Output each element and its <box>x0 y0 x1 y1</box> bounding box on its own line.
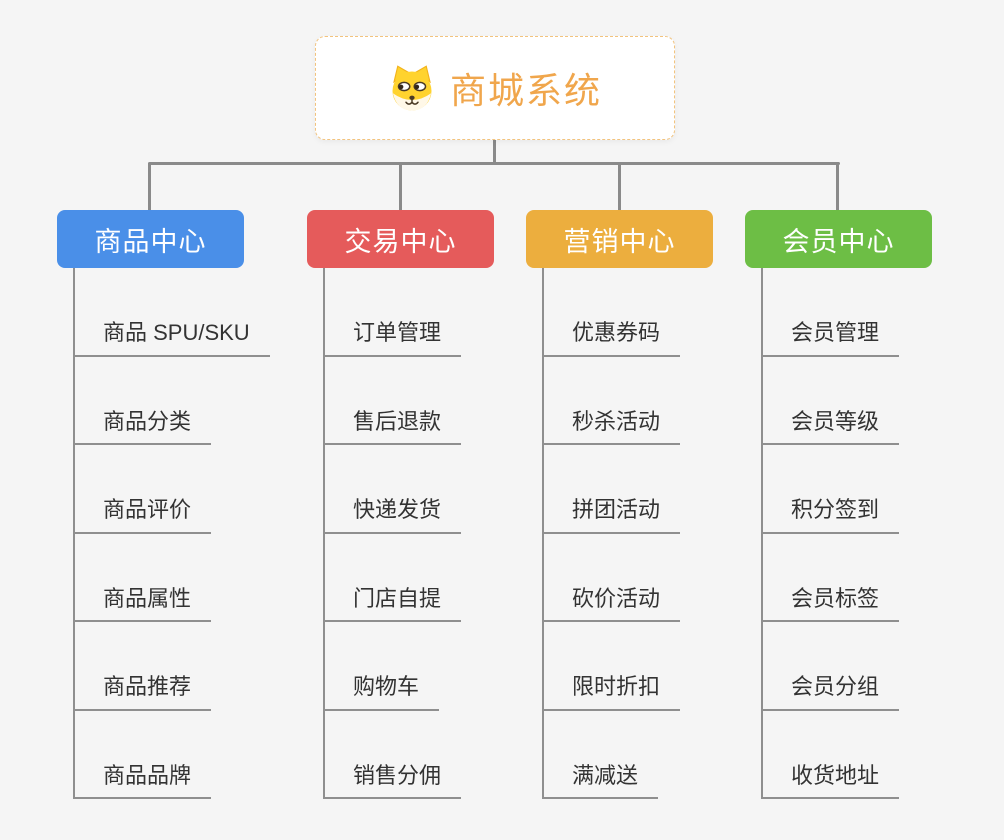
leaf-node[interactable]: 订单管理 <box>325 268 494 357</box>
leaf-node[interactable]: 商品评价 <box>75 445 270 534</box>
leaf-label[interactable]: 优惠券码 <box>544 319 681 357</box>
leaf-node[interactable]: 购物车 <box>325 622 494 711</box>
leaf-node[interactable]: 优惠券码 <box>544 268 713 357</box>
leaf-label[interactable]: 商品推荐 <box>75 673 212 711</box>
branch-node-marketing-center[interactable]: 营销中心 <box>526 210 713 268</box>
branch-marketing-center: 营销中心 优惠券码秒杀活动拼团活动砍价活动限时折扣满减送 <box>526 210 713 799</box>
leaf-label[interactable]: 商品分类 <box>75 408 212 445</box>
leaf-label[interactable]: 砍价活动 <box>544 585 681 622</box>
leaf-label[interactable]: 限时折扣 <box>544 673 681 711</box>
leaf-label[interactable]: 收货地址 <box>763 762 900 799</box>
leaf-label[interactable]: 售后退款 <box>325 408 462 445</box>
leaf-label[interactable]: 会员管理 <box>763 319 900 357</box>
leaf-node[interactable]: 商品 SPU/SKU <box>75 268 270 357</box>
leaf-label[interactable]: 门店自提 <box>325 585 462 622</box>
leaf-label[interactable]: 商品属性 <box>75 585 212 622</box>
leaf-node[interactable]: 收货地址 <box>763 711 932 799</box>
leaf-label[interactable]: 商品 SPU/SKU <box>75 319 270 357</box>
leaf-label[interactable]: 订单管理 <box>325 319 462 357</box>
shiba-dog-icon <box>392 65 432 111</box>
leaf-label[interactable]: 积分签到 <box>763 496 900 534</box>
root-title: 商城系统 <box>449 70 602 111</box>
leaf-list: 商品 SPU/SKU 商品分类商品评价商品属性商品推荐商品品牌 <box>73 268 270 799</box>
leaf-node[interactable]: 快递发货 <box>325 445 494 534</box>
leaf-node[interactable]: 会员分组 <box>763 622 932 711</box>
leaf-label[interactable]: 商品评价 <box>75 496 212 534</box>
branch-node-trade-center[interactable]: 交易中心 <box>307 210 494 268</box>
leaf-node[interactable]: 限时折扣 <box>544 622 713 711</box>
leaf-node[interactable]: 会员管理 <box>763 268 932 357</box>
leaf-node[interactable]: 会员等级 <box>763 357 932 445</box>
leaf-node[interactable]: 砍价活动 <box>544 534 713 622</box>
leaf-node[interactable]: 销售分佣 <box>325 711 494 799</box>
leaf-list: 会员管理会员等级积分签到会员标签会员分组收货地址 <box>761 268 932 799</box>
branch-trade-center: 交易中心 订单管理售后退款快递发货门店自提购物车销售分佣 <box>307 210 494 799</box>
branch-node-product-center[interactable]: 商品中心 <box>57 210 244 268</box>
leaf-list: 订单管理售后退款快递发货门店自提购物车销售分佣 <box>323 268 494 799</box>
branch-product-center: 商品中心 商品 SPU/SKU 商品分类商品评价商品属性商品推荐商品品牌 <box>57 210 270 799</box>
connector-drop-member-center <box>836 163 839 211</box>
leaf-node[interactable]: 门店自提 <box>325 534 494 622</box>
leaf-label[interactable]: 会员分组 <box>763 673 900 711</box>
branch-node-member-center[interactable]: 会员中心 <box>745 210 932 268</box>
leaf-node[interactable]: 满减送 <box>544 711 713 799</box>
leaf-label[interactable]: 会员标签 <box>763 585 900 622</box>
connector-drop-trade-center <box>399 163 402 211</box>
leaf-node[interactable]: 会员标签 <box>763 534 932 622</box>
leaf-label[interactable]: 销售分佣 <box>325 762 462 799</box>
leaf-node[interactable]: 商品分类 <box>75 357 270 445</box>
connector-drop-marketing-center <box>618 163 621 211</box>
leaf-label[interactable]: 购物车 <box>325 673 440 711</box>
leaf-label[interactable]: 秒杀活动 <box>544 408 681 445</box>
connector-horizontal-bar <box>148 162 840 165</box>
connector-drop-product-center <box>148 163 151 211</box>
leaf-label[interactable]: 会员等级 <box>763 408 900 445</box>
leaf-label[interactable]: 商品品牌 <box>75 762 212 799</box>
leaf-node[interactable]: 商品属性 <box>75 534 270 622</box>
leaf-label[interactable]: 拼团活动 <box>544 496 681 534</box>
leaf-node[interactable]: 积分签到 <box>763 445 932 534</box>
leaf-list: 优惠券码秒杀活动拼团活动砍价活动限时折扣满减送 <box>542 268 713 799</box>
branch-member-center: 会员中心 会员管理会员等级积分签到会员标签会员分组收货地址 <box>745 210 932 799</box>
leaf-node[interactable]: 售后退款 <box>325 357 494 445</box>
connector-root-stem <box>493 139 496 163</box>
leaf-label[interactable]: 满减送 <box>544 762 659 799</box>
root-node[interactable]: 商城系统 <box>315 36 675 140</box>
leaf-node[interactable]: 秒杀活动 <box>544 357 713 445</box>
leaf-node[interactable]: 拼团活动 <box>544 445 713 534</box>
leaf-label[interactable]: 快递发货 <box>325 496 462 534</box>
leaf-node[interactable]: 商品推荐 <box>75 622 270 711</box>
leaf-node[interactable]: 商品品牌 <box>75 711 270 799</box>
